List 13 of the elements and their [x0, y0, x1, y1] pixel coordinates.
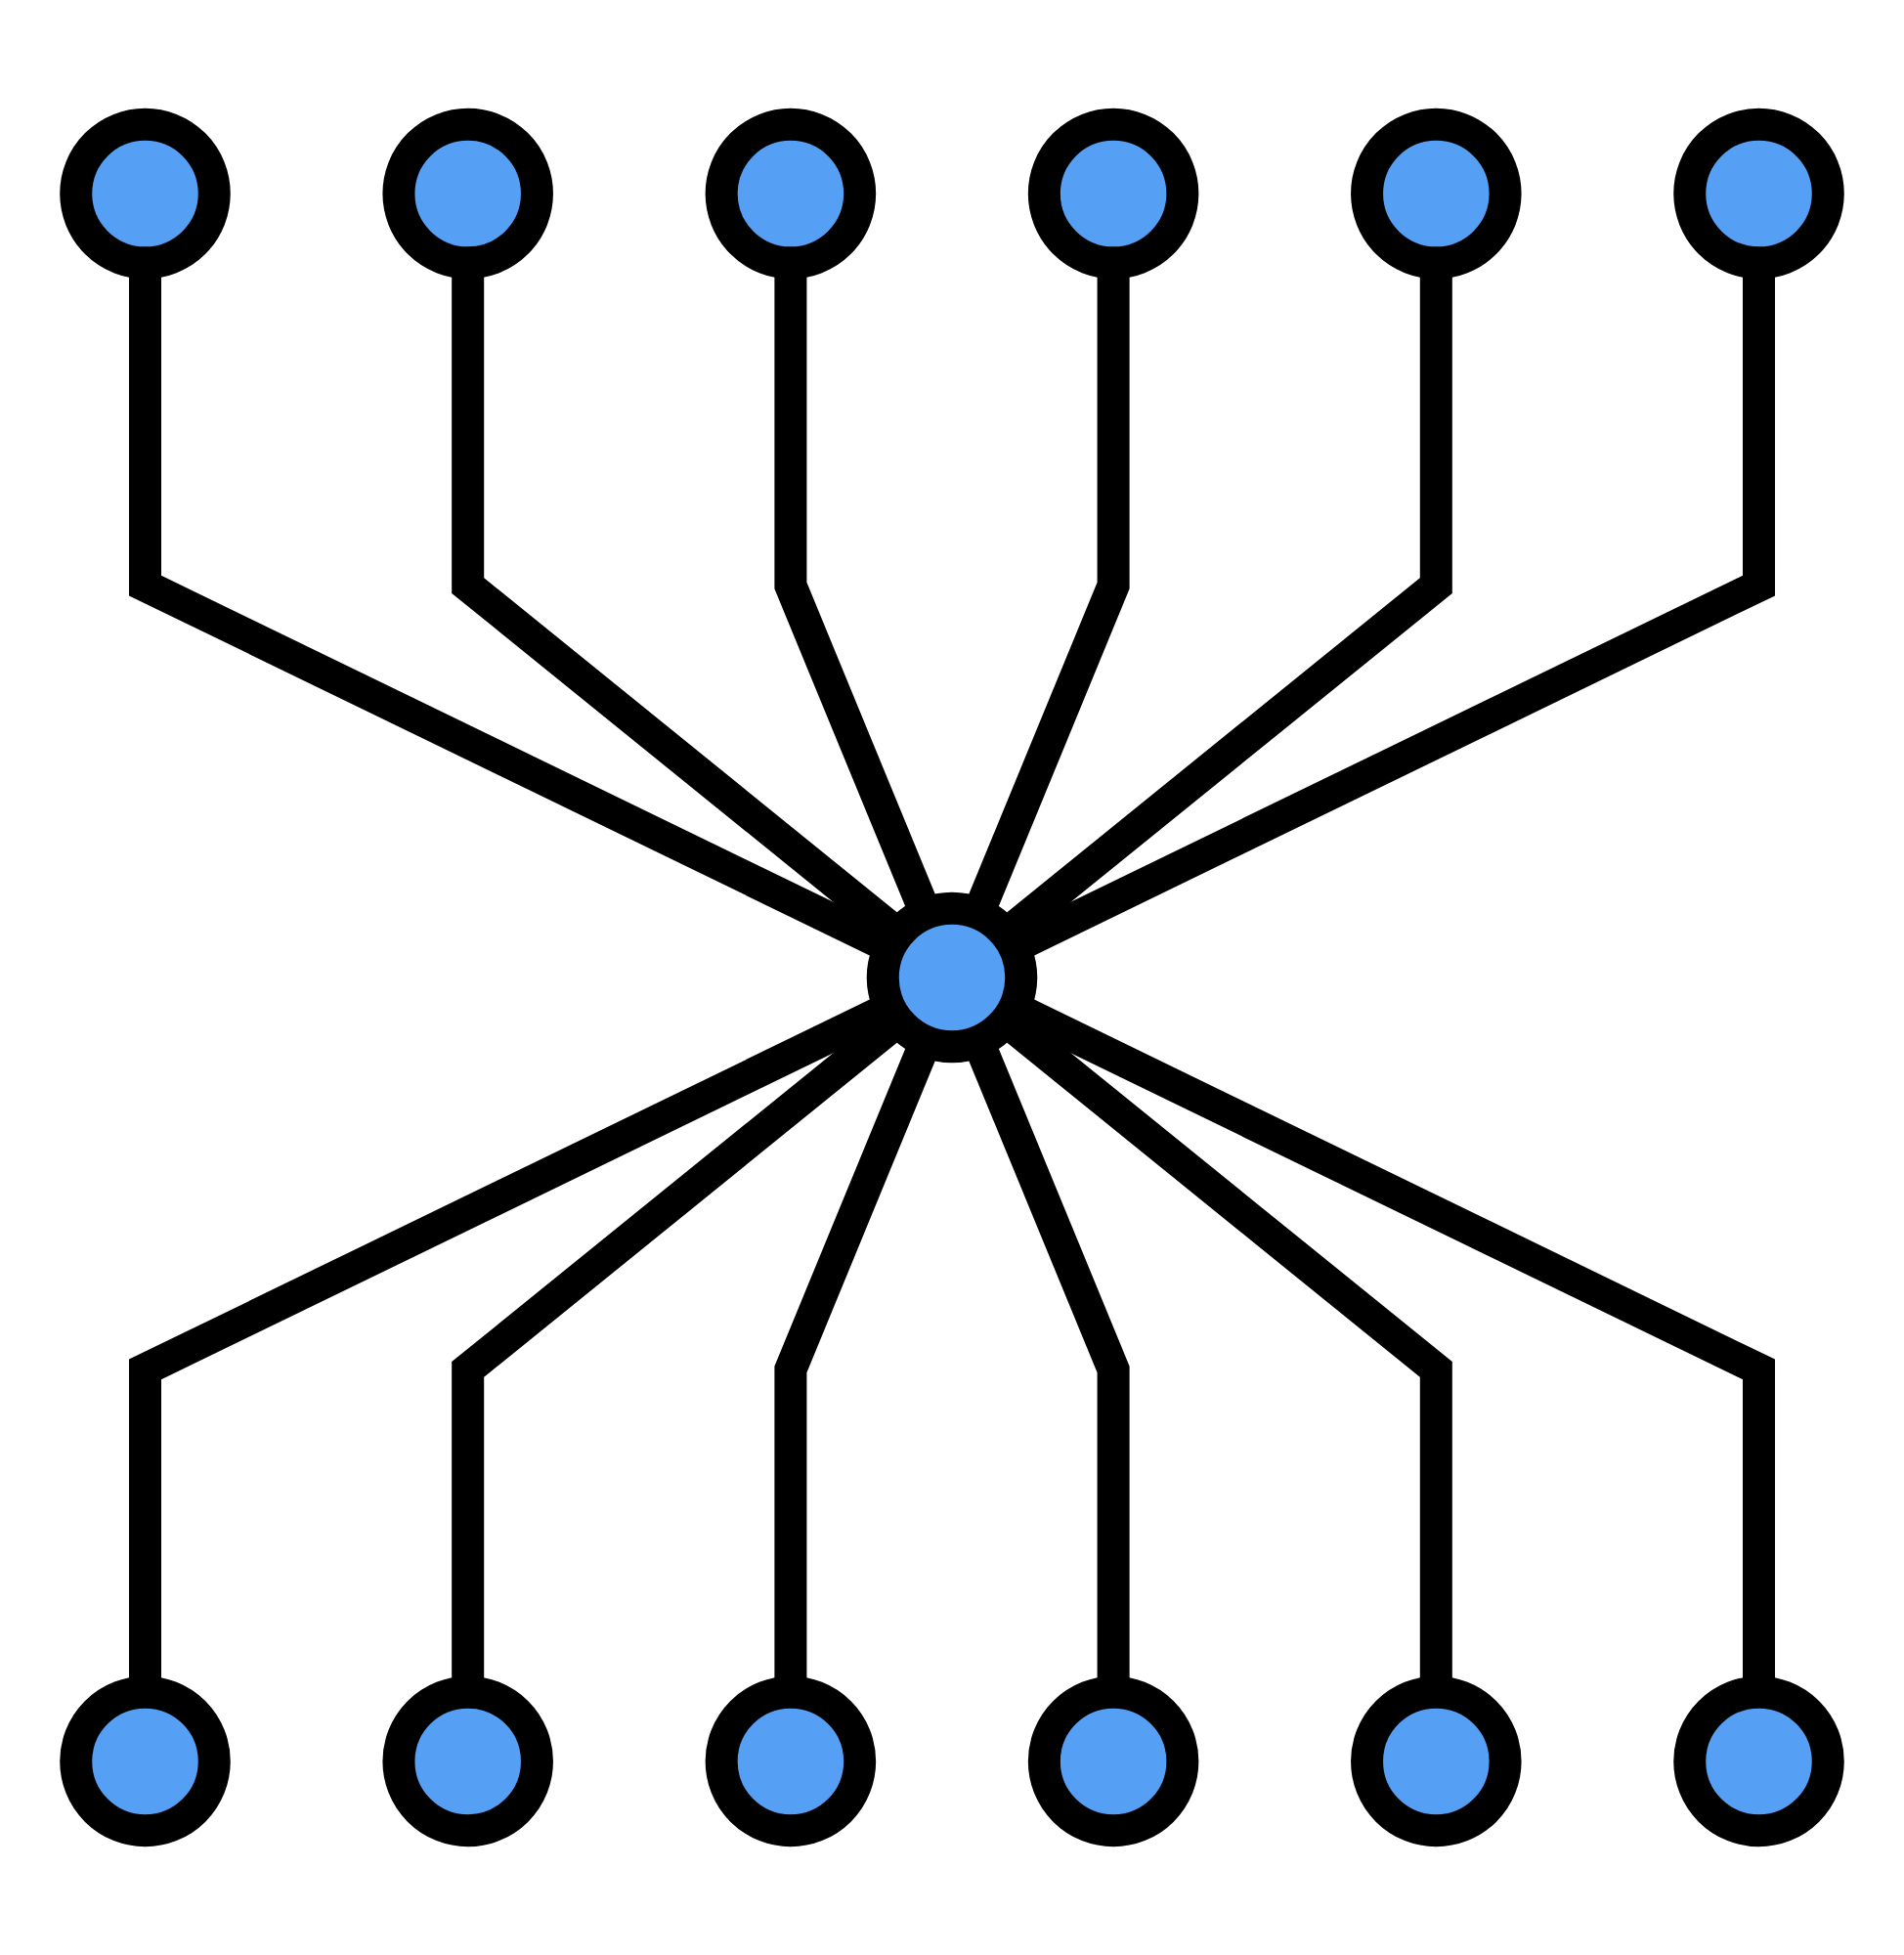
node-circle — [866, 891, 1038, 1064]
node-circle — [1351, 108, 1522, 280]
node-circle — [60, 108, 231, 280]
node-circle — [1027, 1675, 1199, 1847]
node-circle — [705, 108, 877, 280]
node-circle — [1351, 1675, 1522, 1847]
node-circle — [382, 108, 553, 280]
node-circle — [1027, 108, 1199, 280]
node-circle — [382, 1675, 553, 1847]
node-circle — [60, 1675, 231, 1847]
node-circle — [1673, 108, 1844, 280]
node-circle — [1673, 1675, 1844, 1847]
node-circle — [705, 1675, 877, 1847]
